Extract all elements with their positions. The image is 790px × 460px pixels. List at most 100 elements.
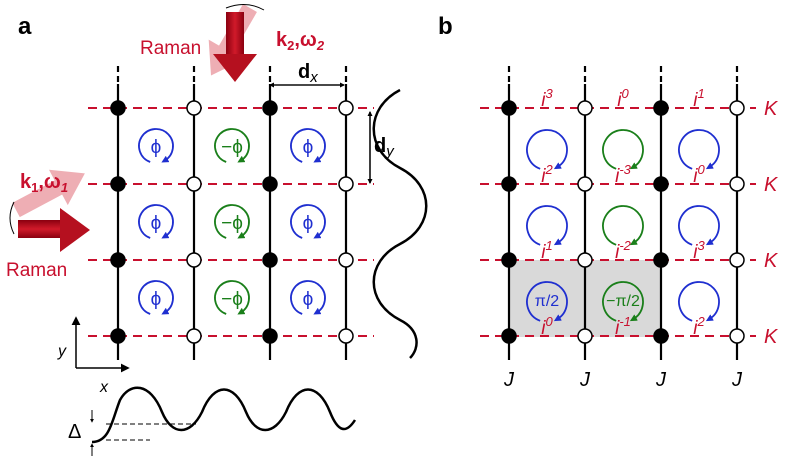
- site-open: [577, 252, 593, 268]
- raman-beam-left: [9, 169, 90, 252]
- site-filled: [501, 328, 517, 344]
- k2-omega2-label: k2,ω2: [276, 29, 325, 53]
- flux-label: ϕ: [303, 289, 314, 310]
- dx-label: dx: [298, 61, 318, 86]
- raman-beam-top: [208, 4, 265, 82]
- flux-circulation-icon: [602, 205, 644, 246]
- site-open: [577, 328, 593, 344]
- site-open: [186, 176, 202, 192]
- site-open: [729, 176, 745, 192]
- standing-wave-vertical: [372, 88, 428, 359]
- standing-wave-horizontal: [91, 386, 357, 444]
- flux-label: ϕ: [151, 213, 162, 234]
- panel-b-label: b: [438, 13, 453, 40]
- flux-label: ϕ: [151, 137, 162, 158]
- site-filled: [653, 100, 669, 116]
- J-label: J: [503, 369, 515, 391]
- site-filled: [653, 252, 669, 268]
- flux-label: −ϕ: [221, 137, 243, 158]
- flux-label: ϕ: [151, 289, 162, 310]
- flux-label: −ϕ: [221, 213, 243, 234]
- dy-label: dy: [374, 135, 395, 160]
- J-label: J: [579, 369, 591, 391]
- flux-circulation-icon: [214, 128, 250, 163]
- K-label: K: [764, 326, 779, 348]
- flux-circulation-icon: [678, 281, 720, 322]
- flux-circulation-icon: [526, 281, 568, 322]
- hopping-phase-label: i2: [693, 314, 705, 339]
- flux-pos-label: π/2: [535, 293, 559, 310]
- hopping-phase-label: i0: [693, 162, 705, 187]
- K-label: K: [764, 174, 779, 196]
- site-open: [186, 100, 202, 116]
- hopping-phase-label: i-1: [615, 314, 631, 339]
- x-axis-label: x: [99, 379, 109, 396]
- flux-circulation-icon: [138, 128, 174, 163]
- raman-top-label: Raman: [140, 38, 201, 59]
- rotate-arrow-top: [225, 4, 265, 11]
- site-filled: [501, 176, 517, 192]
- hopping-phase-label: i0: [541, 314, 553, 339]
- hopping-phase-label: i0: [617, 86, 629, 111]
- site-open: [729, 328, 745, 344]
- flux-circulation-icon: [602, 281, 644, 322]
- site-filled: [262, 100, 278, 116]
- flux-label: ϕ: [303, 137, 314, 158]
- flux-label: −ϕ: [221, 289, 243, 310]
- panel-a-label: a: [18, 13, 32, 40]
- site-open: [338, 328, 354, 344]
- hopping-phase-label: i2: [541, 162, 553, 187]
- lattice-a: ϕ −ϕ ϕ ϕ −ϕ ϕ ϕ −ϕ ϕ: [88, 66, 374, 360]
- flux-circulation-icon: [602, 129, 644, 170]
- flux-label: ϕ: [303, 213, 314, 234]
- flux-circulation-icon: [678, 129, 720, 170]
- site-filled: [110, 252, 126, 268]
- flux-circulation-icon: [138, 204, 174, 239]
- site-open: [577, 100, 593, 116]
- K-label: K: [764, 250, 779, 272]
- site-open: [338, 252, 354, 268]
- site-open: [338, 176, 354, 192]
- site-open: [729, 252, 745, 268]
- hopping-phase-label: i3: [541, 86, 553, 111]
- hopping-phase-label: i-3: [615, 162, 632, 187]
- site-filled: [110, 328, 126, 344]
- flux-circulation-icon: [526, 129, 568, 170]
- raman-left-label: Raman: [6, 260, 67, 281]
- site-open: [729, 100, 745, 116]
- k1-omega1-label: k1,ω1: [20, 171, 68, 195]
- site-filled: [262, 176, 278, 192]
- site-open: [338, 100, 354, 116]
- J-label: J: [655, 369, 667, 391]
- site-filled: [653, 328, 669, 344]
- J-label: J: [731, 369, 743, 391]
- site-open: [577, 176, 593, 192]
- site-open: [186, 252, 202, 268]
- flux-circulation-icon: [290, 280, 326, 315]
- flux-circulation-icon: [214, 204, 250, 239]
- site-filled: [653, 176, 669, 192]
- flux-circulation-icon: [526, 205, 568, 246]
- site-open: [186, 328, 202, 344]
- site-filled: [501, 100, 517, 116]
- y-axis-label: y: [57, 343, 67, 360]
- flux-circulation-icon: [138, 280, 174, 315]
- rotate-arrow-left: [9, 201, 15, 235]
- hopping-phase-label: i-2: [615, 238, 632, 263]
- site-filled: [110, 176, 126, 192]
- site-filled: [110, 100, 126, 116]
- flux-circulation-icon: [214, 280, 250, 315]
- flux-neg-label: −π/2: [606, 293, 640, 310]
- flux-circulation-icon: [290, 128, 326, 163]
- site-filled: [262, 328, 278, 344]
- hopping-phase-label: i1: [693, 86, 704, 111]
- flux-circulation-icon: [290, 204, 326, 239]
- K-label: K: [764, 98, 779, 120]
- site-filled: [262, 252, 278, 268]
- flux-circulation-icon: [678, 205, 720, 246]
- hopping-phase-label: i3: [693, 238, 705, 263]
- hopping-phase-label: i1: [541, 238, 552, 263]
- site-filled: [501, 252, 517, 268]
